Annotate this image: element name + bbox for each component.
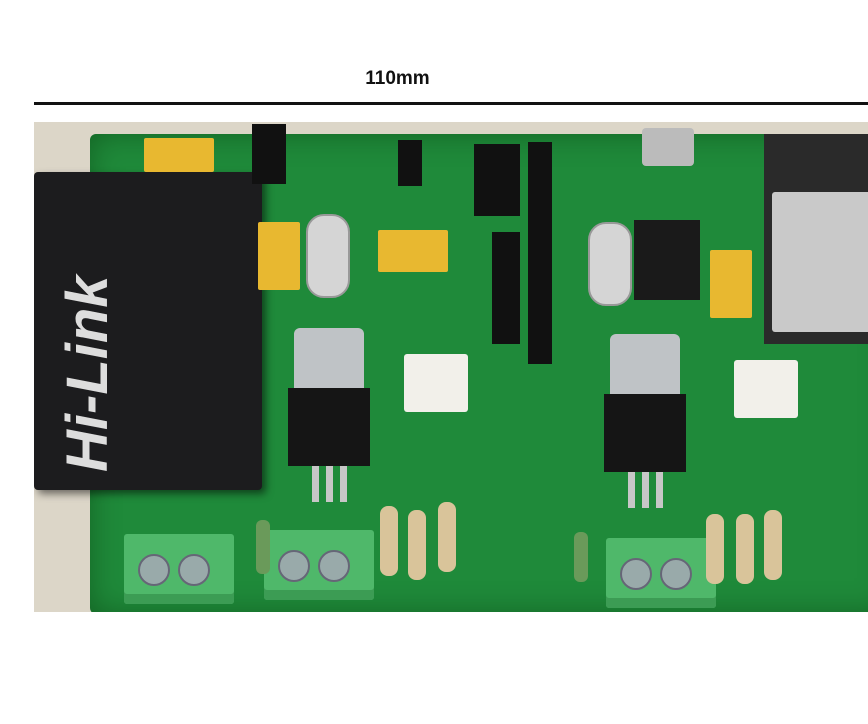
resistor <box>438 502 456 572</box>
ic-chip <box>634 220 700 300</box>
voltage-regulator <box>604 334 686 508</box>
capacitor <box>378 230 448 272</box>
dimension-line <box>34 102 868 105</box>
capacitor <box>258 222 300 290</box>
crystal <box>306 214 350 298</box>
module-logo: Hi-Link <box>55 275 120 472</box>
resistor <box>736 514 754 584</box>
pin-header <box>474 144 520 216</box>
terminal-block <box>124 534 234 604</box>
dimension-label: 110mm <box>365 68 430 89</box>
inductor <box>574 532 588 582</box>
inductor <box>256 520 270 574</box>
optocoupler <box>404 354 468 412</box>
power-module: Hi-Link <box>34 172 262 490</box>
capacitor <box>710 250 752 318</box>
resistor <box>380 506 398 576</box>
pin-header <box>492 232 520 344</box>
pin-header <box>528 142 552 364</box>
usb-connector <box>642 128 694 166</box>
pin-header <box>398 140 422 186</box>
resistor <box>706 514 724 584</box>
pcb-photo: Hi-Link <box>34 122 868 612</box>
terminal-block <box>606 538 716 608</box>
resistor <box>408 510 426 580</box>
voltage-regulator <box>288 328 370 502</box>
resistor <box>764 510 782 580</box>
wifi-module-shield <box>772 192 868 332</box>
capacitor <box>144 138 214 172</box>
optocoupler <box>734 360 798 418</box>
crystal <box>588 222 632 306</box>
jumper <box>252 124 286 184</box>
terminal-block <box>264 530 374 600</box>
